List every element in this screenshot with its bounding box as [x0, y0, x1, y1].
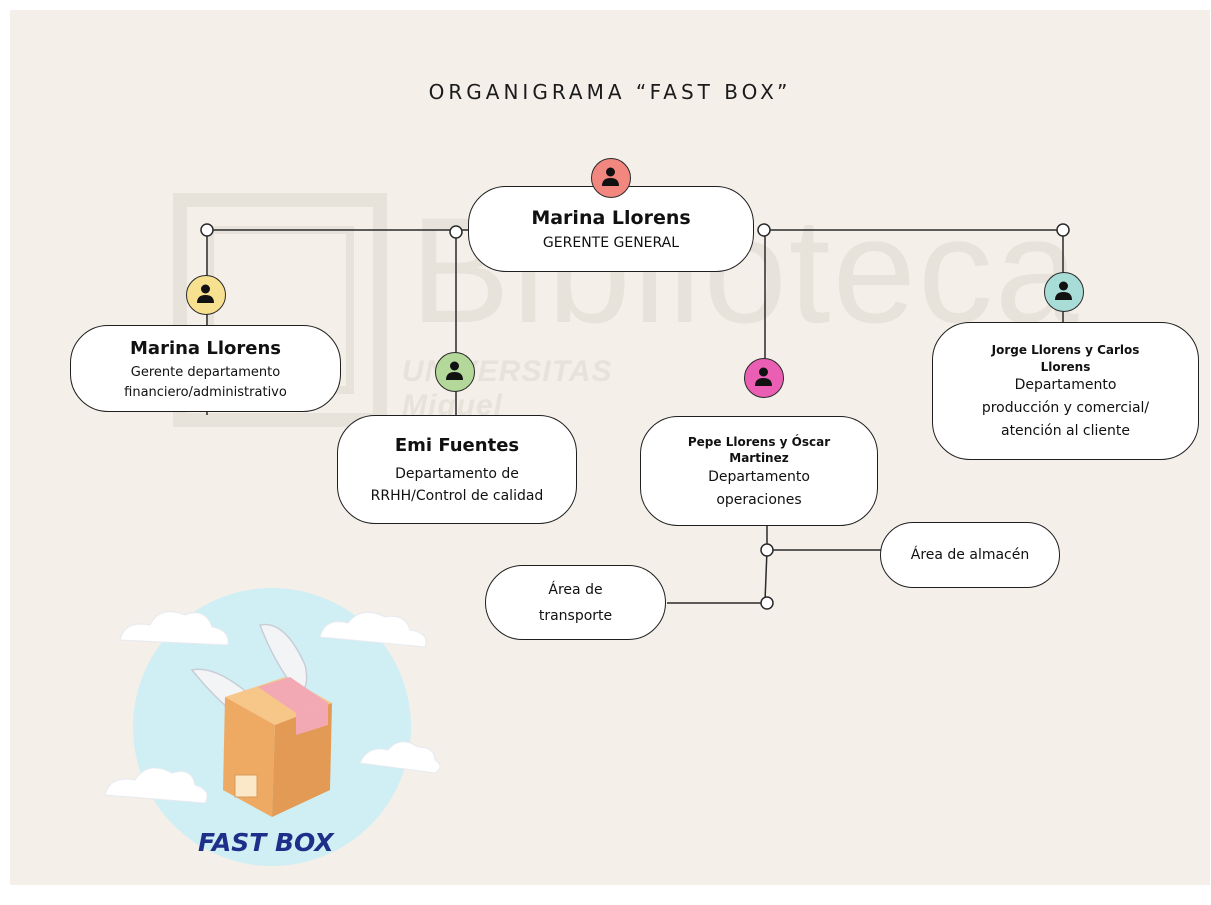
org-chart-canvas: Biblioteca UNIVERSITAS Miguel Hernández … — [10, 10, 1210, 885]
node-label-line1: Área de — [548, 581, 603, 598]
person-icon — [591, 158, 631, 198]
node-transport-area[interactable]: Área de transporte — [485, 565, 666, 640]
node-role-line1: Departamento — [1014, 377, 1117, 393]
connector-dot — [760, 596, 774, 610]
fast-box-logo: FAST BOX — [100, 585, 450, 875]
node-warehouse-area[interactable]: Área de almacén — [880, 522, 1060, 588]
node-finance-manager[interactable]: Marina Llorens Gerente departamento fina… — [70, 325, 341, 412]
node-label-line2: transporte — [538, 607, 613, 624]
node-role-line2: RRHH/Control de calidad — [370, 488, 544, 504]
node-role-line2: financiero/administrativo — [124, 384, 287, 400]
connector-dot — [757, 223, 771, 237]
node-name: Marina Llorens — [130, 337, 281, 359]
logo-text: FAST BOX — [198, 828, 334, 857]
node-name: Emi Fuentes — [394, 435, 520, 456]
node-name-line2: Llorens — [1040, 360, 1091, 374]
node-name-line1: Jorge Llorens y Carlos — [991, 343, 1140, 357]
chart-title: ORGANIGRAMA “FAST BOX” — [428, 80, 792, 104]
node-role-line1: Departamento — [708, 468, 810, 485]
connector-dot — [760, 543, 774, 557]
node-name: Marina Llorens — [531, 207, 691, 229]
node-general-manager[interactable]: Marina Llorens GERENTE GENERAL — [468, 186, 754, 272]
node-role-line1: Departamento de — [395, 466, 519, 482]
node-role-line2: producción y comercial/ — [981, 400, 1150, 416]
connector-dot — [449, 225, 463, 239]
winged-box-icon — [104, 588, 441, 866]
connector-dot — [200, 223, 214, 237]
connector-dot — [1056, 223, 1070, 237]
person-icon — [186, 275, 226, 315]
node-name-line1: Pepe Llorens y Óscar — [687, 434, 831, 449]
node-role-line1: Gerente departamento — [130, 364, 281, 380]
node-label: Área de almacén — [910, 547, 1030, 563]
node-name-line2: Martinez — [729, 450, 789, 465]
node-hr-quality[interactable]: Emi Fuentes Departamento de RRHH/Control… — [337, 415, 577, 524]
person-icon — [744, 358, 784, 398]
node-role-line2: operaciones — [716, 491, 802, 508]
node-production-commercial[interactable]: Jorge Llorens y Carlos Llorens Departame… — [932, 322, 1199, 460]
node-operations[interactable]: Pepe Llorens y Óscar Martinez Departamen… — [640, 416, 878, 526]
node-role: GERENTE GENERAL — [542, 235, 680, 251]
person-icon — [1044, 272, 1084, 312]
person-icon — [435, 352, 475, 392]
node-role-line3: atención al cliente — [1000, 423, 1130, 439]
